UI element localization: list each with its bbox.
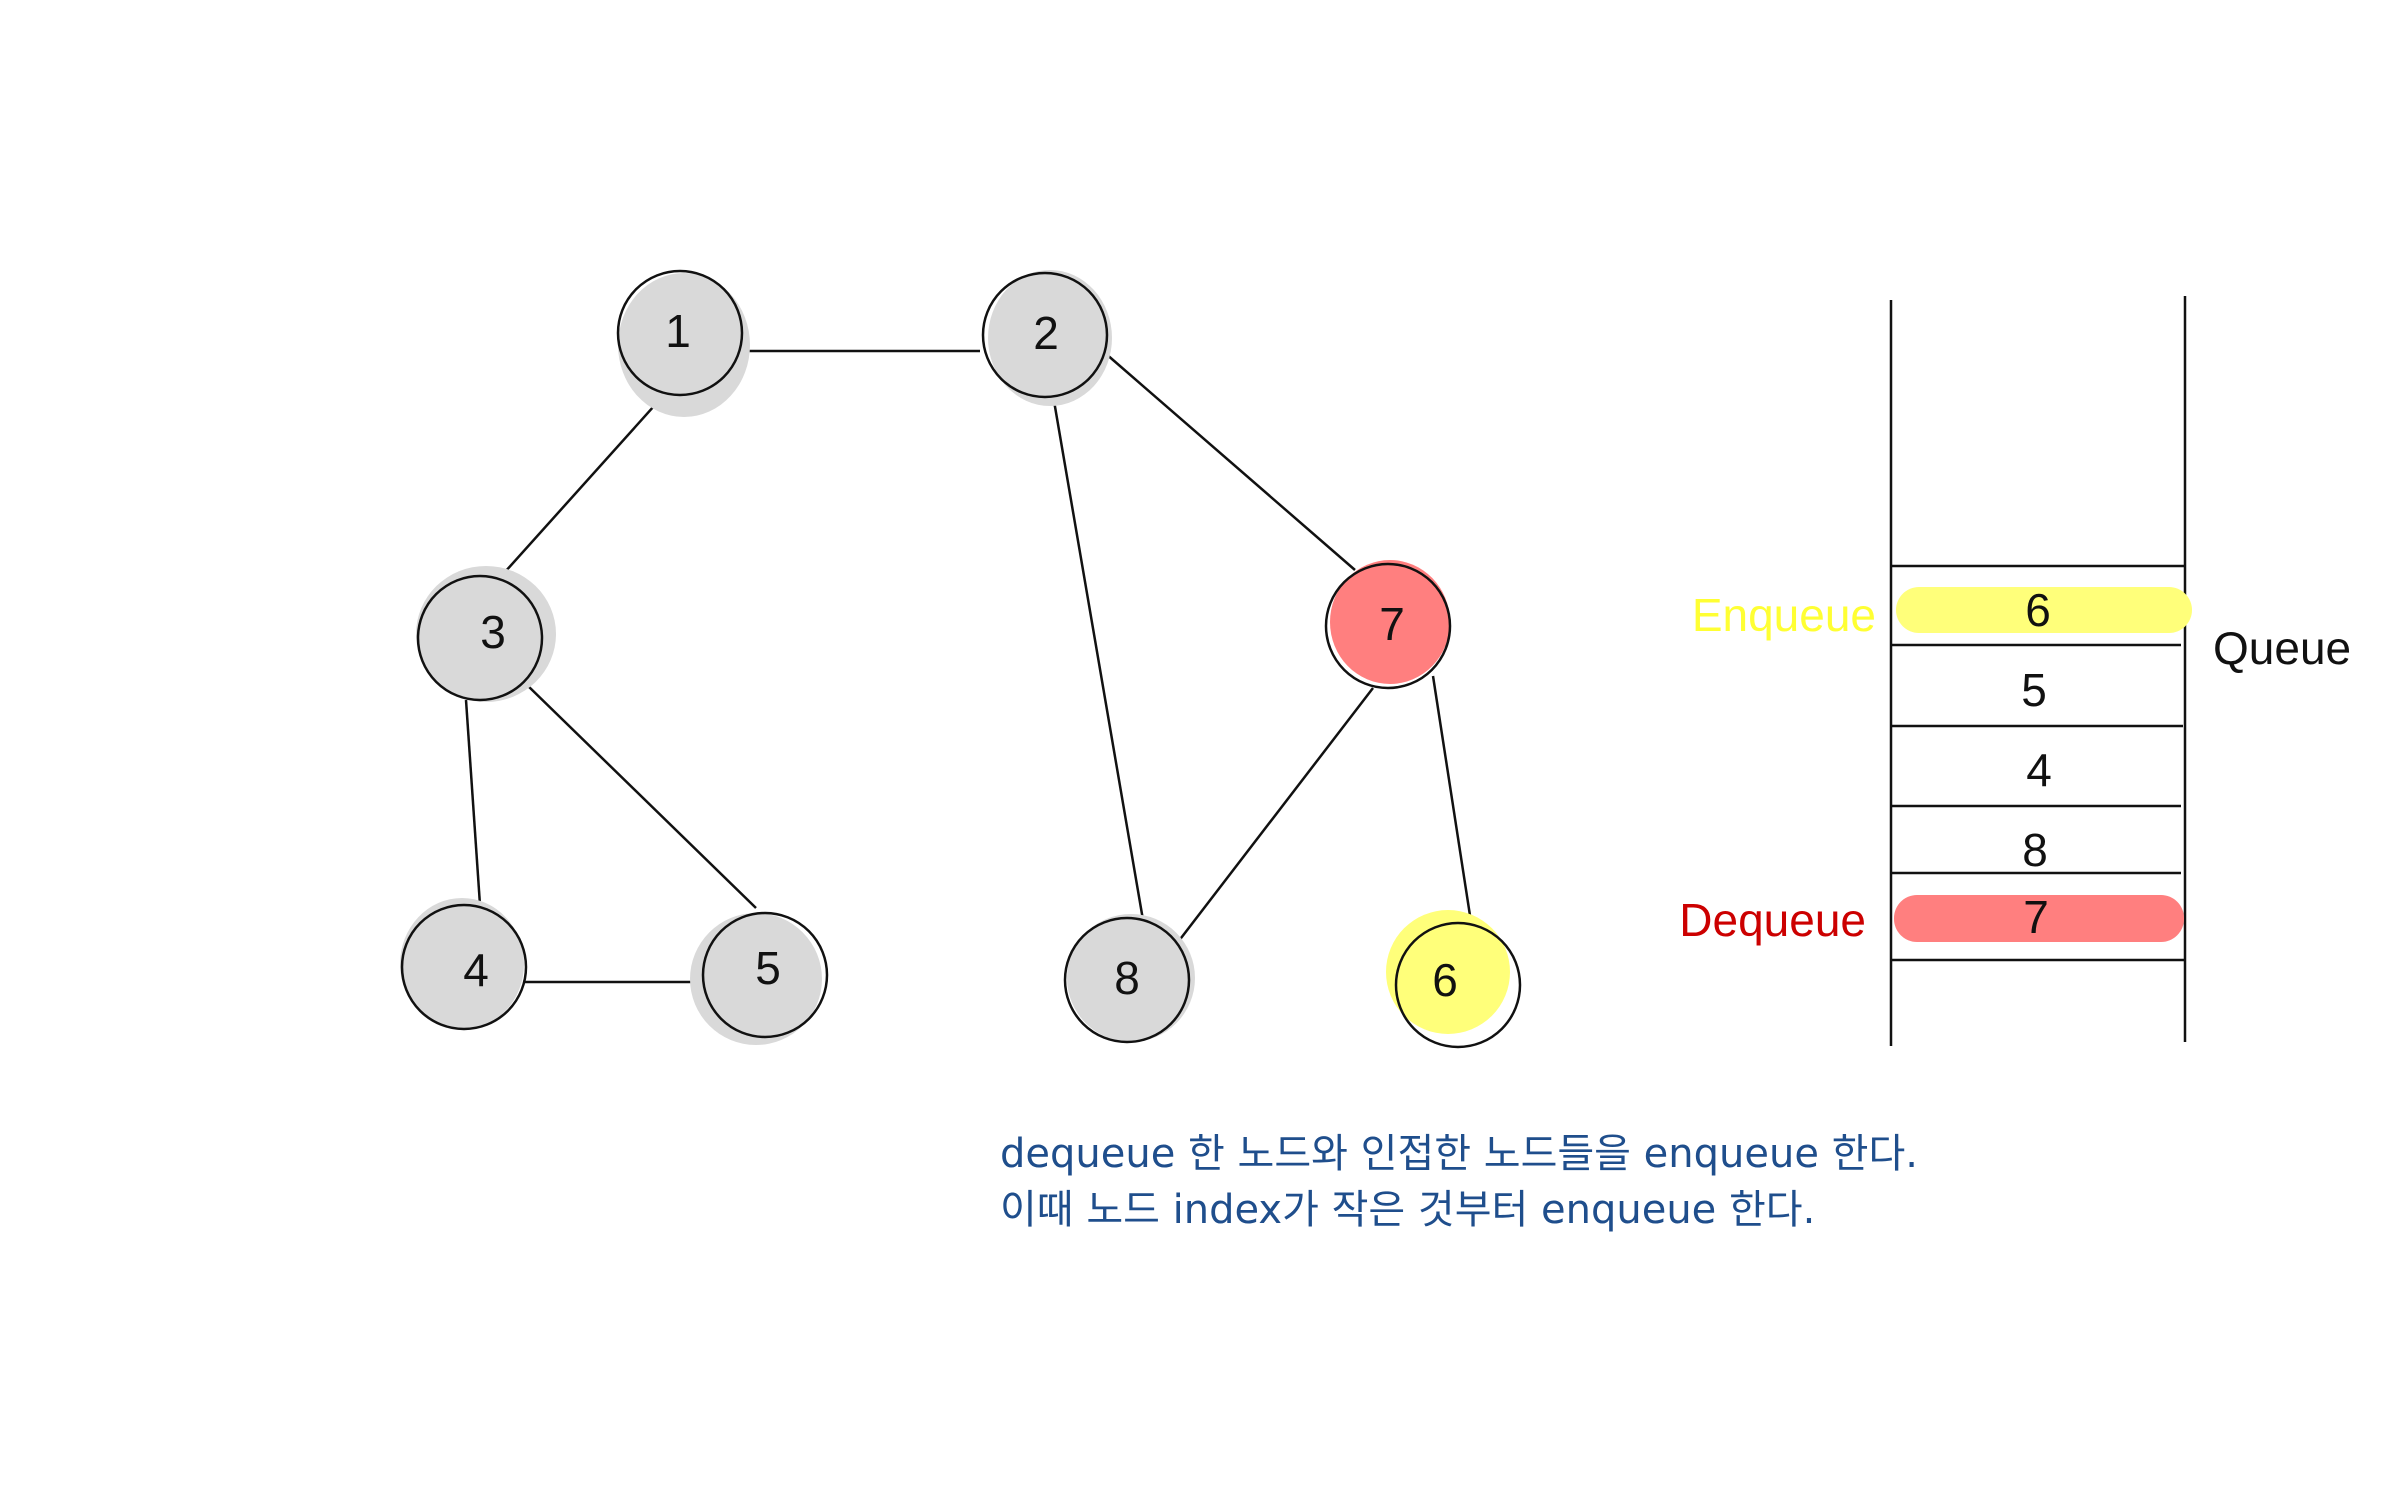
node-5-fill (690, 913, 822, 1045)
node-2-label: 2 (1033, 307, 1059, 359)
edge-3-4 (464, 699, 482, 906)
dequeue-label: Dequeue (1679, 894, 1866, 946)
queue: 6 5 4 8 7 Queue Enqueue Dequeue (1679, 296, 2351, 1046)
graph-edges (464, 349, 1473, 984)
enqueue-label: Enqueue (1692, 589, 1876, 641)
graph-node-8: 8 (1063, 914, 1195, 1044)
node-6-label: 6 (1432, 954, 1458, 1006)
node-1-label: 1 (665, 305, 691, 357)
node-8-label: 8 (1114, 952, 1140, 1004)
queue-walls (1889, 296, 2187, 1046)
edge-7-8 (1177, 687, 1374, 943)
queue-dividers (1891, 564, 2185, 962)
queue-items: 6 5 4 8 7 (2021, 584, 2052, 943)
queue-label: Queue (2213, 622, 2351, 674)
node-7-outline (1324, 562, 1452, 690)
queue-item: 6 (2025, 584, 2051, 636)
edge-3-5 (525, 683, 757, 909)
caption-line-2: 이때 노드 index가 작은 것부터 enqueue 한다. (1000, 1187, 1815, 1233)
graph-node-6: 6 (1386, 910, 1522, 1049)
graph-node-2: 2 (981, 270, 1112, 406)
node-6-outline (1394, 921, 1522, 1049)
graph-node-4: 4 (400, 898, 528, 1031)
node-1-outline (616, 269, 744, 397)
edge-7-6 (1431, 675, 1473, 923)
dequeue-highlight (1894, 895, 2184, 942)
node-7-label: 7 (1379, 598, 1405, 650)
node-3-fill (416, 566, 556, 702)
node-5-label: 5 (755, 942, 781, 994)
graph-node-1: 1 (616, 269, 750, 417)
graph-node-5: 5 (690, 911, 829, 1045)
node-2-outline (981, 271, 1109, 399)
enqueue-highlight (1896, 587, 2192, 633)
queue-item: 4 (2026, 744, 2052, 796)
node-4-outline (400, 903, 528, 1031)
queue-item: 5 (2021, 664, 2047, 716)
caption: dequeue 한 노드와 인접한 노드들을 enqueue 한다. 이때 노드… (1000, 1131, 1918, 1233)
node-3-label: 3 (480, 606, 506, 658)
graph-nodes: 1 2 3 4 5 7 (400, 269, 1522, 1049)
node-8-outline (1063, 916, 1191, 1044)
node-7-fill (1330, 560, 1450, 684)
node-3-outline (416, 574, 544, 702)
queue-item: 8 (2022, 824, 2048, 876)
caption-line-1: dequeue 한 노드와 인접한 노드들을 enqueue 한다. (1000, 1131, 1918, 1177)
queue-item: 7 (2023, 891, 2049, 943)
node-8-fill (1067, 914, 1195, 1042)
node-1-fill (618, 273, 750, 417)
node-2-fill (988, 270, 1112, 406)
edge-2-8 (1051, 394, 1145, 921)
node-4-fill (400, 898, 524, 1030)
node-5-outline (701, 911, 829, 1039)
node-4-label: 4 (463, 944, 489, 996)
node-6-fill (1386, 910, 1510, 1034)
edge-1-3 (495, 395, 664, 583)
graph-node-7: 7 (1324, 560, 1452, 690)
edge-2-7 (1104, 352, 1356, 571)
graph-node-3: 3 (416, 566, 556, 702)
